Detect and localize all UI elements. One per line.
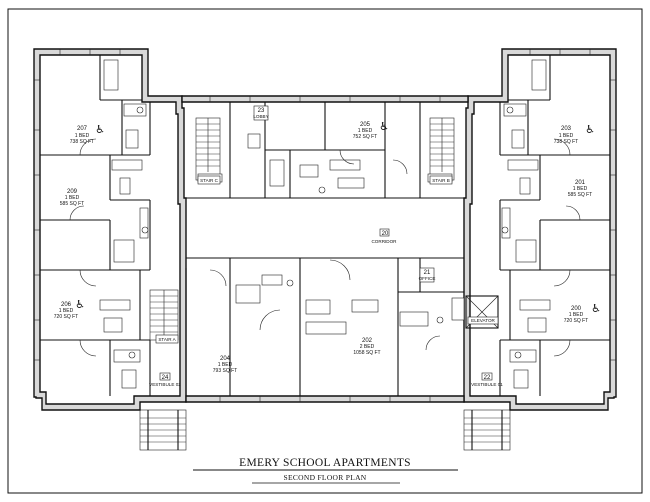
central-top-partitions <box>184 102 466 199</box>
stair-c-left <box>195 117 223 183</box>
right-wing-fixtures <box>501 59 581 389</box>
lobby-number: 23 <box>258 108 265 114</box>
vestibule-02-number: 24 <box>162 375 169 381</box>
accessible-icon: ♿ <box>591 302 601 315</box>
unit-area: 585 SQ FT <box>60 201 84 207</box>
left-wing-fixtures <box>69 59 149 389</box>
stair-c-text: STAIR C <box>200 178 218 183</box>
entry-steps-right <box>463 409 511 451</box>
unit-label-201: 201 1 BED 585 SQ FT <box>568 180 592 198</box>
unit-area: 720 SQ FT <box>54 314 78 320</box>
unit-type: 1 BED <box>573 186 588 192</box>
office-text: OFFICE <box>419 276 436 281</box>
unit-label-204: 204 1 BED 793 SQ FT <box>213 356 237 374</box>
stair-b-label: STAIR B <box>429 175 453 185</box>
corridor-label: 20 CORRIDOR <box>371 228 397 244</box>
unit-type: 2 BED <box>360 344 375 350</box>
accessible-icon: ♿ <box>379 120 389 133</box>
title-block: EMERY SCHOOL APARTMENTS SECOND FLOOR PLA… <box>193 457 458 484</box>
stair-a <box>149 289 179 341</box>
unit-type: 1 BED <box>358 128 373 134</box>
corridor-number: 20 <box>382 231 389 237</box>
accessible-icon: ♿ <box>585 123 595 136</box>
unit-type: 1 BED <box>218 362 233 368</box>
unit-type: 1 BED <box>59 308 74 314</box>
unit-number: 201 <box>575 180 586 186</box>
unit-label-206: 206 1 BED 720 SQ FT <box>54 302 78 320</box>
unit-number: 209 <box>67 189 78 195</box>
unit-type: 1 BED <box>75 133 90 139</box>
unit-205-fixtures <box>247 133 408 194</box>
unit-number: 204 <box>220 356 231 362</box>
vestibule-02-label: 24 VESTIBULE 02 <box>149 372 181 387</box>
unit-number: 207 <box>77 126 88 132</box>
unit-number: 200 <box>571 306 582 312</box>
lobby-label: 23 LOBBY <box>253 105 269 121</box>
unit-label-209: 209 1 BED 585 SQ FT <box>60 189 84 207</box>
elevator-label: ELEVATOR <box>467 316 499 325</box>
exterior-walls <box>33 48 617 411</box>
unit-area: 1058 SQ FT <box>353 350 380 356</box>
elevator-text: ELEVATOR <box>471 318 495 323</box>
unit-area: 720 SQ FT <box>564 318 588 324</box>
entry-steps-left <box>139 409 187 451</box>
central-bottom-partitions <box>185 257 464 396</box>
unit-area: 585 SQ FT <box>568 192 592 198</box>
window-ticks <box>34 49 616 402</box>
unit-number: 203 <box>561 126 572 132</box>
stair-b-text: STAIR B <box>432 178 450 183</box>
vestibule-01-label: 22 VESTIBULE 01 <box>471 372 503 387</box>
unit-label-202: 202 2 BED 1058 SQ FT <box>353 338 380 356</box>
corridor-text: CORRIDOR <box>371 239 397 244</box>
accessible-icon: ♿ <box>75 298 85 311</box>
drawing-title: EMERY SCHOOL APARTMENTS <box>239 457 411 469</box>
unit-type: 1 BED <box>559 133 574 139</box>
drawing-subtitle: SECOND FLOOR PLAN <box>283 473 366 482</box>
unit-label-203: 203 1 BED 738 SQ FT <box>554 126 578 145</box>
lobby-text: LOBBY <box>253 114 268 119</box>
unit-label-205: 205 1 BED 752 SQ FT <box>353 122 377 140</box>
unit-area: 738 SQ FT <box>70 139 94 145</box>
unit-type: 1 BED <box>569 312 584 318</box>
unit-label-207: 207 1 BED 738 SQ FT <box>70 126 94 145</box>
stair-a-label: STAIR A <box>155 334 179 344</box>
office-number: 21 <box>424 270 431 276</box>
stair-a-text: STAIR A <box>158 337 176 342</box>
left-wing-partitions <box>40 55 151 396</box>
right-wing-partitions <box>499 55 610 396</box>
unit-number: 206 <box>61 302 72 308</box>
vestibule-01-number: 22 <box>484 375 491 381</box>
unit-number: 205 <box>360 122 371 128</box>
unit-number: 202 <box>362 338 373 344</box>
unit-type: 1 BED <box>65 195 80 201</box>
office-label: 21 OFFICE <box>419 267 436 283</box>
stair-c-left-label: STAIR C <box>197 175 221 185</box>
unit-area: 752 SQ FT <box>353 134 377 140</box>
vestibule-01-text: VESTIBULE 01 <box>471 382 503 387</box>
accessible-icon: ♿ <box>95 123 105 136</box>
stair-c-right <box>427 117 455 183</box>
sheet-border <box>7 8 643 494</box>
central-bottom-fixtures <box>209 259 465 351</box>
unit-label-200: 200 1 BED 720 SQ FT <box>564 306 588 324</box>
vestibule-02-text: VESTIBULE 02 <box>149 382 181 387</box>
unit-area: 738 SQ FT <box>554 139 578 145</box>
unit-area: 793 SQ FT <box>213 368 237 374</box>
